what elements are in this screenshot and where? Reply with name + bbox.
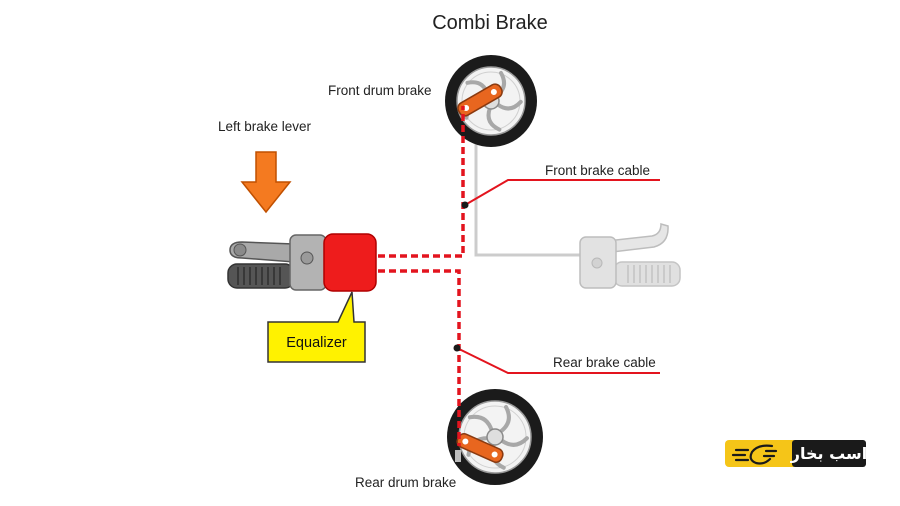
rear-drum-brake-label: Rear drum brake — [355, 475, 456, 490]
rear-brake-cable-dot — [453, 344, 461, 352]
rear-brake-arm — [456, 433, 504, 463]
front-brake-cable-label: Front brake cable — [545, 163, 650, 178]
equalizer-box — [323, 233, 377, 292]
left-brake-lever-label: Left brake lever — [218, 119, 312, 134]
rear-brake-cable-label: Rear brake cable — [553, 355, 656, 370]
front-brake-arm — [457, 83, 503, 117]
equalizer-label: Equalizer — [286, 335, 347, 351]
left-brake-lever — [229, 241, 295, 263]
rear-cable-end — [455, 450, 461, 462]
right-lever-cable — [474, 125, 586, 257]
diagram-title: Combi Brake — [432, 12, 548, 34]
right-handlebar — [579, 223, 681, 289]
down-arrow-icon — [240, 151, 292, 214]
front-cable-dashed — [378, 106, 465, 258]
rear-brake-cable-leader — [456, 347, 660, 374]
equalizer-callout: Equalizer — [267, 291, 366, 363]
brand-logo: اسب بخار — [725, 440, 867, 467]
front-brake-cable-dot — [461, 201, 469, 209]
rear-cable-dashed — [378, 269, 461, 446]
left-lever-pivot — [233, 243, 247, 257]
logo-text: اسب بخار — [790, 444, 867, 463]
left-handlebar — [227, 234, 327, 291]
front-brake-cable-leader — [464, 179, 660, 206]
logo-dark-box — [792, 440, 866, 467]
rear-hub — [486, 428, 504, 446]
front-drum-brake-label: Front drum brake — [328, 83, 432, 98]
horse-speed-icon — [731, 444, 778, 465]
